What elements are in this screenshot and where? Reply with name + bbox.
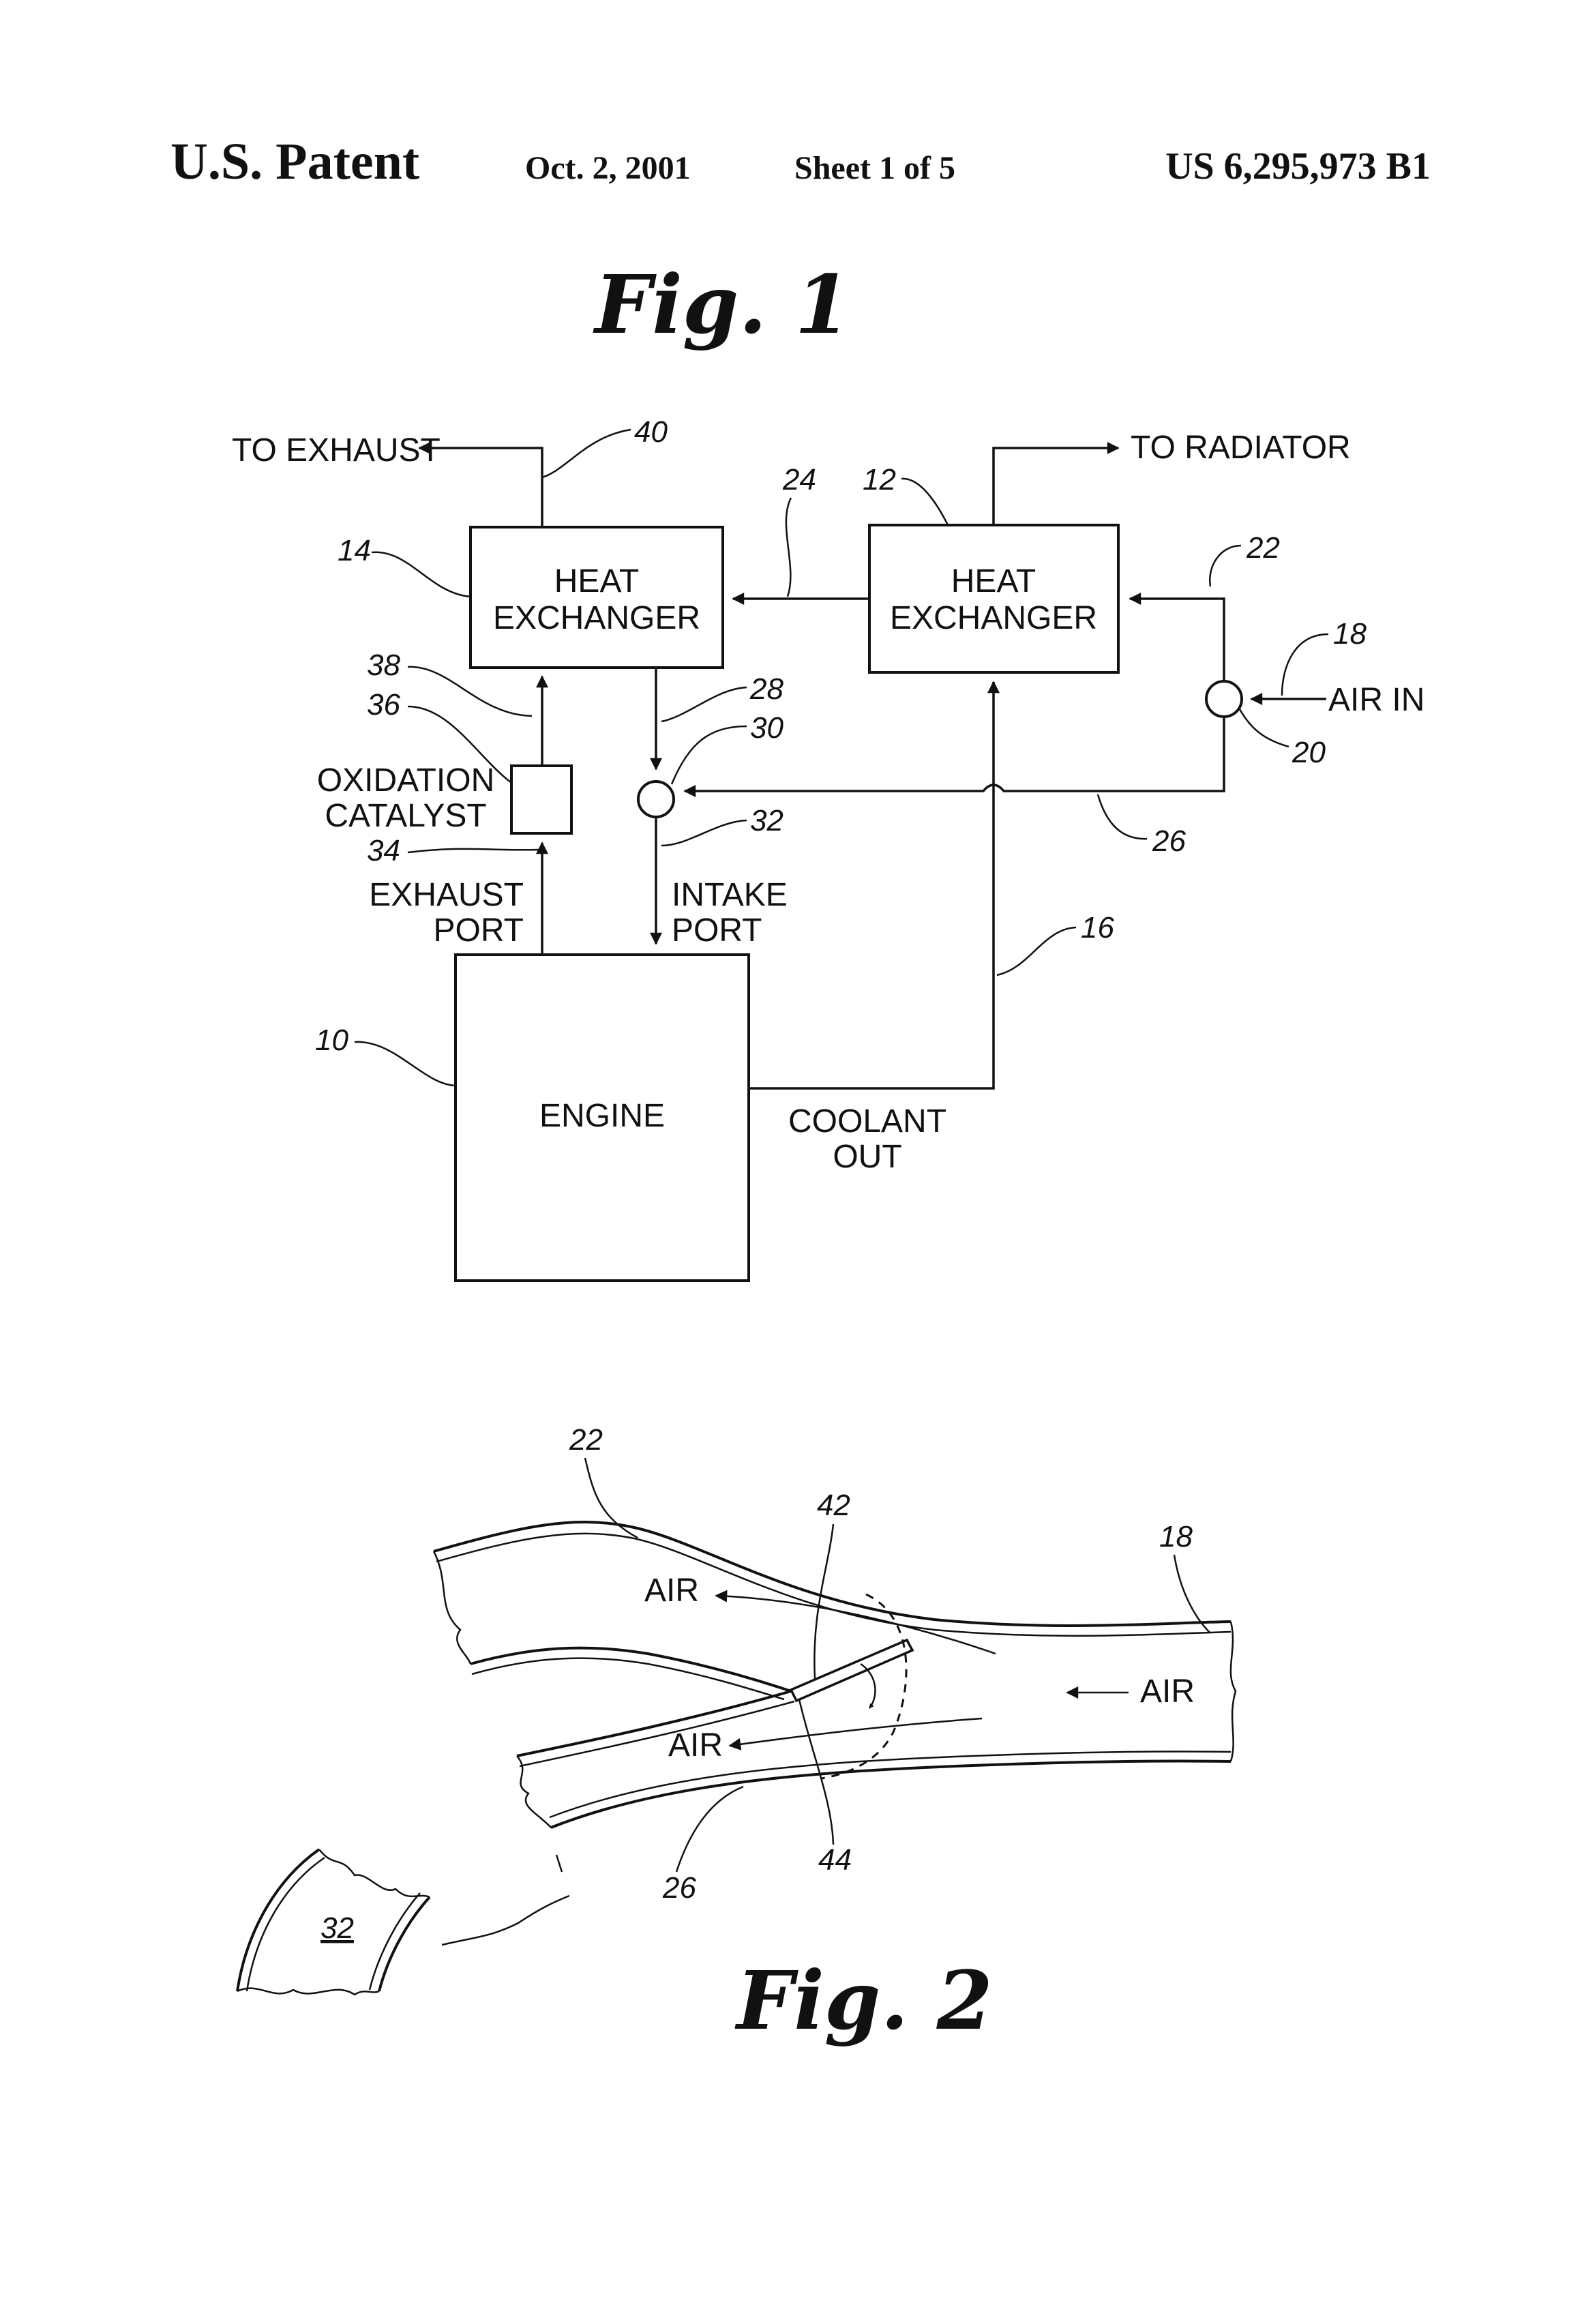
fig2-ref-42: 42	[817, 1489, 850, 1522]
valve-20	[1206, 681, 1242, 717]
figure-1-reference-numerals: 40 24 12 14 22 18 38 28 36 30 20 32	[315, 415, 1367, 1086]
break-tick	[556, 1855, 562, 1872]
leader-26	[1098, 794, 1147, 839]
lower-branch-break	[517, 1756, 551, 1828]
fig2-ref-44: 44	[818, 1843, 852, 1877]
air-in-label: AIR IN	[1328, 682, 1424, 718]
intake-port-label-2: PORT	[672, 912, 762, 949]
diverter-flap	[791, 1640, 912, 1701]
leader-14	[372, 552, 471, 597]
leader-20	[1240, 709, 1289, 747]
ref-40: 40	[634, 415, 668, 449]
lower-branch-upper-wall	[517, 1691, 791, 1756]
fig2-ref-18: 18	[1159, 1520, 1193, 1553]
heat-exchanger-12: HEAT EXCHANGER	[869, 525, 1118, 672]
upper-branch-outer-wall-inner	[436, 1534, 1231, 1636]
upper-branch-inner-wall	[471, 1648, 791, 1691]
duct-32-break-top	[319, 1849, 430, 1897]
upper-branch-break	[434, 1551, 471, 1664]
engine: ENGINE	[456, 955, 749, 1281]
ref-36: 36	[367, 688, 400, 721]
ref-30: 30	[750, 711, 783, 745]
ref-20: 20	[1292, 736, 1326, 769]
exhaust-port-label-2: PORT	[434, 912, 524, 949]
leader-10	[355, 1042, 456, 1086]
ref-18: 18	[1333, 617, 1367, 651]
main-duct-break	[1231, 1622, 1236, 1761]
figure-2-title: Fig. 2	[734, 1953, 992, 2048]
leader-22	[1210, 546, 1241, 586]
oxidation-catalyst-box	[511, 766, 571, 833]
air-line-22	[1130, 599, 1224, 681]
heat-exchanger-14-label-2: EXCHANGER	[493, 600, 700, 636]
leader-32	[661, 820, 747, 846]
header-left: U.S. Patent	[170, 133, 419, 190]
coolant-out-label-1: COOLANT	[788, 1103, 946, 1139]
to-exhaust-label: TO EXHAUST	[232, 432, 441, 468]
flap-swing-arc	[822, 1594, 906, 1778]
header-date: Oct. 2, 2001	[525, 150, 691, 186]
ref-28: 28	[749, 672, 783, 706]
header-sheet: Sheet 1 of 5	[794, 150, 955, 186]
ref-38: 38	[367, 649, 400, 682]
ref-16: 16	[1081, 911, 1114, 944]
fig2-air-lower-label: AIR	[668, 1727, 723, 1763]
figure-1-title: Fig. 1	[593, 257, 850, 352]
leader-28	[661, 687, 747, 721]
lower-branch-upper-wall-inner	[520, 1701, 794, 1766]
ref-10: 10	[315, 1024, 348, 1057]
header-patent-number: US 6,295,973 B1	[1165, 145, 1431, 188]
radiator-outlet-line	[994, 448, 1118, 525]
heat-exchanger-14-label-1: HEAT	[554, 563, 639, 599]
fig2-air-in-label: AIR	[1140, 1673, 1195, 1710]
ref-22: 22	[1246, 531, 1280, 565]
fig2-ref-32: 32	[320, 1911, 354, 1945]
to-radiator-label: TO RADIATOR	[1131, 430, 1351, 466]
ref-24: 24	[782, 463, 816, 496]
figure-1: Fig. 1 HEAT EXCHANGER HEAT EXCHANGER ENG…	[232, 257, 1424, 1281]
figure-2: AIR AIR AIR 22 42 18 26 44 32 Fig. 2	[237, 1423, 1236, 2048]
break-continuation-line	[442, 1896, 569, 1945]
heat-exchanger-14: HEAT EXCHANGER	[471, 527, 723, 668]
ref-14: 14	[338, 534, 371, 567]
leader-30	[672, 726, 747, 784]
fig2-leader-26	[676, 1787, 743, 1872]
leader-40	[542, 430, 631, 477]
fig2-air-upper-label: AIR	[644, 1573, 699, 1609]
oxidation-catalyst-label-2: CATALYST	[325, 798, 486, 834]
air-flow-lower-arrow	[730, 1718, 982, 1746]
leader-12	[901, 479, 948, 525]
oxidation-catalyst-label-1: OXIDATION	[317, 762, 494, 799]
duct-32-inner-wall-inner	[370, 1893, 420, 1990]
duct-32-break-bottom	[237, 1988, 379, 1995]
page-header: U.S. Patent Oct. 2, 2001 Sheet 1 of 5 US…	[170, 133, 1431, 190]
ref-12: 12	[863, 463, 896, 496]
heat-exchanger-12-label-1: HEAT	[951, 563, 1036, 599]
ref-32: 32	[750, 804, 783, 837]
ref-26: 26	[1152, 824, 1186, 858]
leader-24	[786, 498, 791, 597]
upper-branch-inner-wall-inner	[472, 1658, 784, 1699]
lower-branch-lower-wall	[551, 1761, 1231, 1828]
exhaust-port-label-1: EXHAUST	[369, 877, 524, 913]
leader-34	[408, 849, 539, 852]
leader-16	[997, 927, 1076, 975]
leader-38	[408, 667, 532, 716]
fig2-ref-22: 22	[569, 1423, 603, 1457]
valve-30	[638, 781, 674, 817]
fig2-leader-44	[799, 1699, 833, 1845]
leader-18	[1282, 634, 1328, 696]
heat-exchanger-12-label-2: EXCHANGER	[890, 600, 1097, 636]
ref-34: 34	[367, 834, 400, 867]
fig2-ref-26: 26	[662, 1871, 696, 1905]
intake-port-label-1: INTAKE	[672, 877, 788, 913]
engine-label: ENGINE	[539, 1098, 665, 1134]
fig2-leader-42	[814, 1524, 833, 1679]
coolant-out-label-2: OUT	[833, 1139, 901, 1175]
